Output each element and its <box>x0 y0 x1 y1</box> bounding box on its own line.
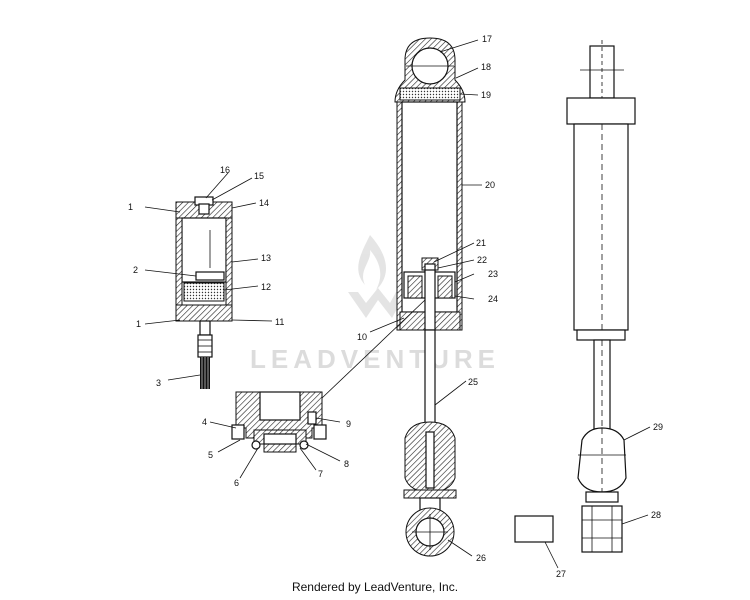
watermark-text: LEADVENTURE <box>250 344 500 374</box>
callout-29: 29 <box>653 422 663 432</box>
callout-21: 21 <box>476 238 486 248</box>
bushing-27 <box>514 515 554 543</box>
callout-23: 23 <box>488 269 498 279</box>
callout-6: 6 <box>234 478 239 488</box>
leadventure-watermark: LEADVENTURE <box>250 235 500 374</box>
callout-8: 8 <box>344 459 349 469</box>
callout-12: 12 <box>261 282 271 292</box>
callout-7: 7 <box>318 469 323 479</box>
callout-19: 19 <box>481 90 491 100</box>
callout-17: 17 <box>482 34 492 44</box>
callout-labels: 1 2 1 3 4 5 6 7 8 9 10 11 12 13 14 15 16… <box>128 34 663 579</box>
callout-28: 28 <box>651 510 661 520</box>
callout-4: 4 <box>202 417 207 427</box>
shock-body-cutaway <box>394 37 466 557</box>
seal-head-assembly <box>231 391 327 453</box>
callout-1-lower: 1 <box>136 319 141 329</box>
callout-27: 27 <box>556 569 566 579</box>
callout-24: 24 <box>488 294 498 304</box>
callout-13: 13 <box>261 253 271 263</box>
callout-25: 25 <box>468 377 478 387</box>
callout-2: 2 <box>133 265 138 275</box>
leader-lines <box>144 39 651 569</box>
callout-5: 5 <box>208 450 213 460</box>
callout-3: 3 <box>156 378 161 388</box>
callout-9: 9 <box>346 419 351 429</box>
callout-26: 26 <box>476 553 486 563</box>
callout-14: 14 <box>259 198 269 208</box>
shock-body-exterior <box>566 40 636 553</box>
footer-credit: Rendered by LeadVenture, Inc. <box>291 580 459 594</box>
callout-18: 18 <box>481 62 491 72</box>
callout-10: 10 <box>357 332 367 342</box>
callout-16: 16 <box>220 165 230 175</box>
callout-1: 1 <box>128 202 133 212</box>
callout-11: 11 <box>275 317 284 327</box>
callout-22: 22 <box>477 255 487 265</box>
callout-15: 15 <box>254 171 264 181</box>
reservoir-assembly <box>175 196 233 389</box>
callout-20: 20 <box>485 180 495 190</box>
